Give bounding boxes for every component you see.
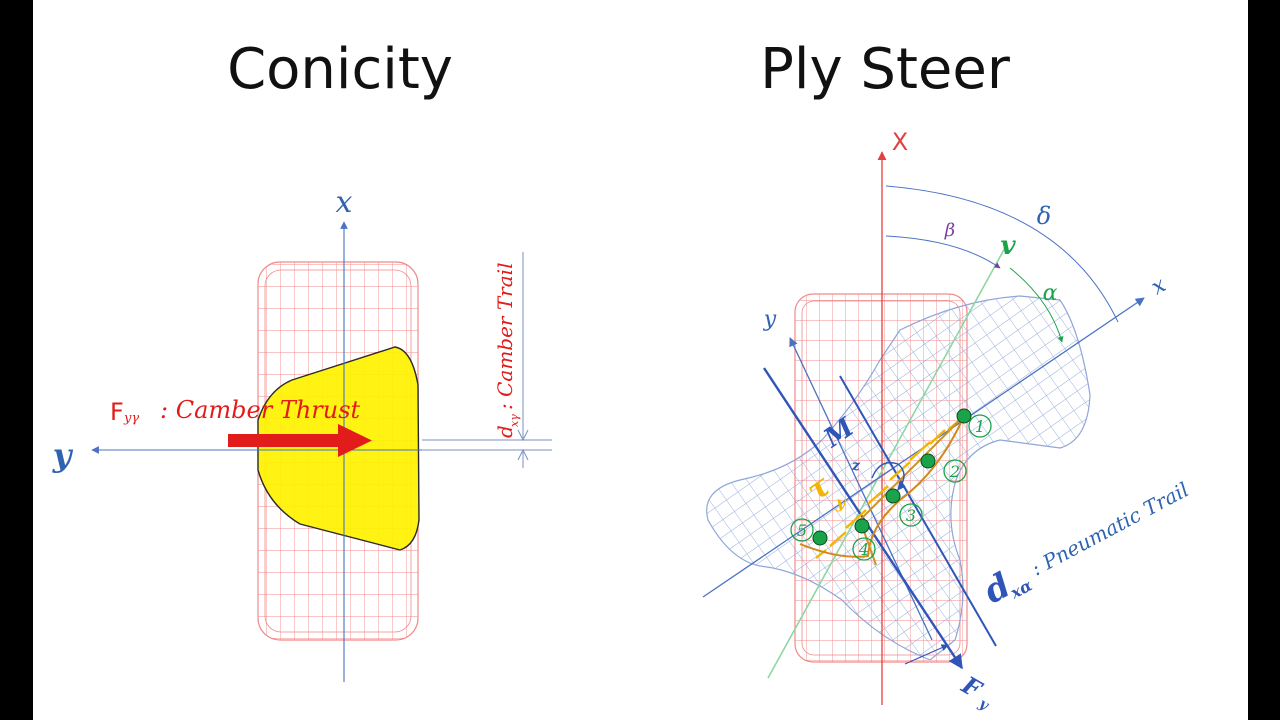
camber-trail-label-group: d xγ : Camber Trail [493,263,521,438]
delta-label: δ [1037,202,1051,230]
tire-slip-profile [799,415,965,558]
point-label-1: 1 [975,417,985,436]
camber-trail-subscript: xγ [508,414,521,427]
local-x-label: x [1147,272,1171,300]
beta-arc [885,235,1001,269]
point-dot-1 [956,408,972,424]
camber-trail-dimension [422,252,552,468]
camber-trail-symbol: d [493,425,517,438]
velocity-label: v [1000,231,1016,261]
point-dot-3 [885,488,901,504]
point-dot-2 [920,453,936,469]
moment-arc [871,461,906,491]
camber-thrust-arrow [228,424,372,457]
camber-thrust-symbol: F [110,398,124,426]
velocity-line [767,245,1007,679]
conicity-x-label: x [336,185,353,220]
camber-trail-text: : Camber Trail [493,263,517,410]
conicity-title: Conicity [227,37,453,102]
local-y-axis [789,337,933,641]
point-label-4: 4 [858,540,869,559]
point-label-2: 2 [949,462,960,481]
beta-label: β [944,220,955,241]
fy-subscript: y [975,695,992,714]
alpha-arc [1009,267,1064,343]
pneumatic-trail-label-group: d xα : Pneumatic Trail [977,477,1192,612]
X-axis-label: X [892,128,908,156]
pneumatic-trail-arrow [904,644,949,665]
camber-thrust-subscript: yγ [123,411,139,426]
ply-steer-title: Ply Steer [760,37,1011,102]
local-y-label: y [763,307,777,332]
camber-thrust-label: : Camber Thrust [160,396,361,424]
point-dot-4 [854,518,870,534]
point-label-3: 3 [906,506,916,525]
trail-offset-line [839,375,997,647]
point-label-5: 5 [797,521,807,540]
delta-arc [885,185,1119,323]
conicity-y-label: y [52,436,74,474]
moment-subscript: z [851,458,861,474]
shear-stress-distribution [815,417,963,559]
pneumatic-trail-text: : Pneumatic Trail [1027,477,1192,580]
alpha-label: α [1043,281,1058,306]
tau-subscript: y [835,493,847,512]
contact-points: 1 2 3 4 5 [790,408,992,561]
point-dot-5 [812,530,828,546]
